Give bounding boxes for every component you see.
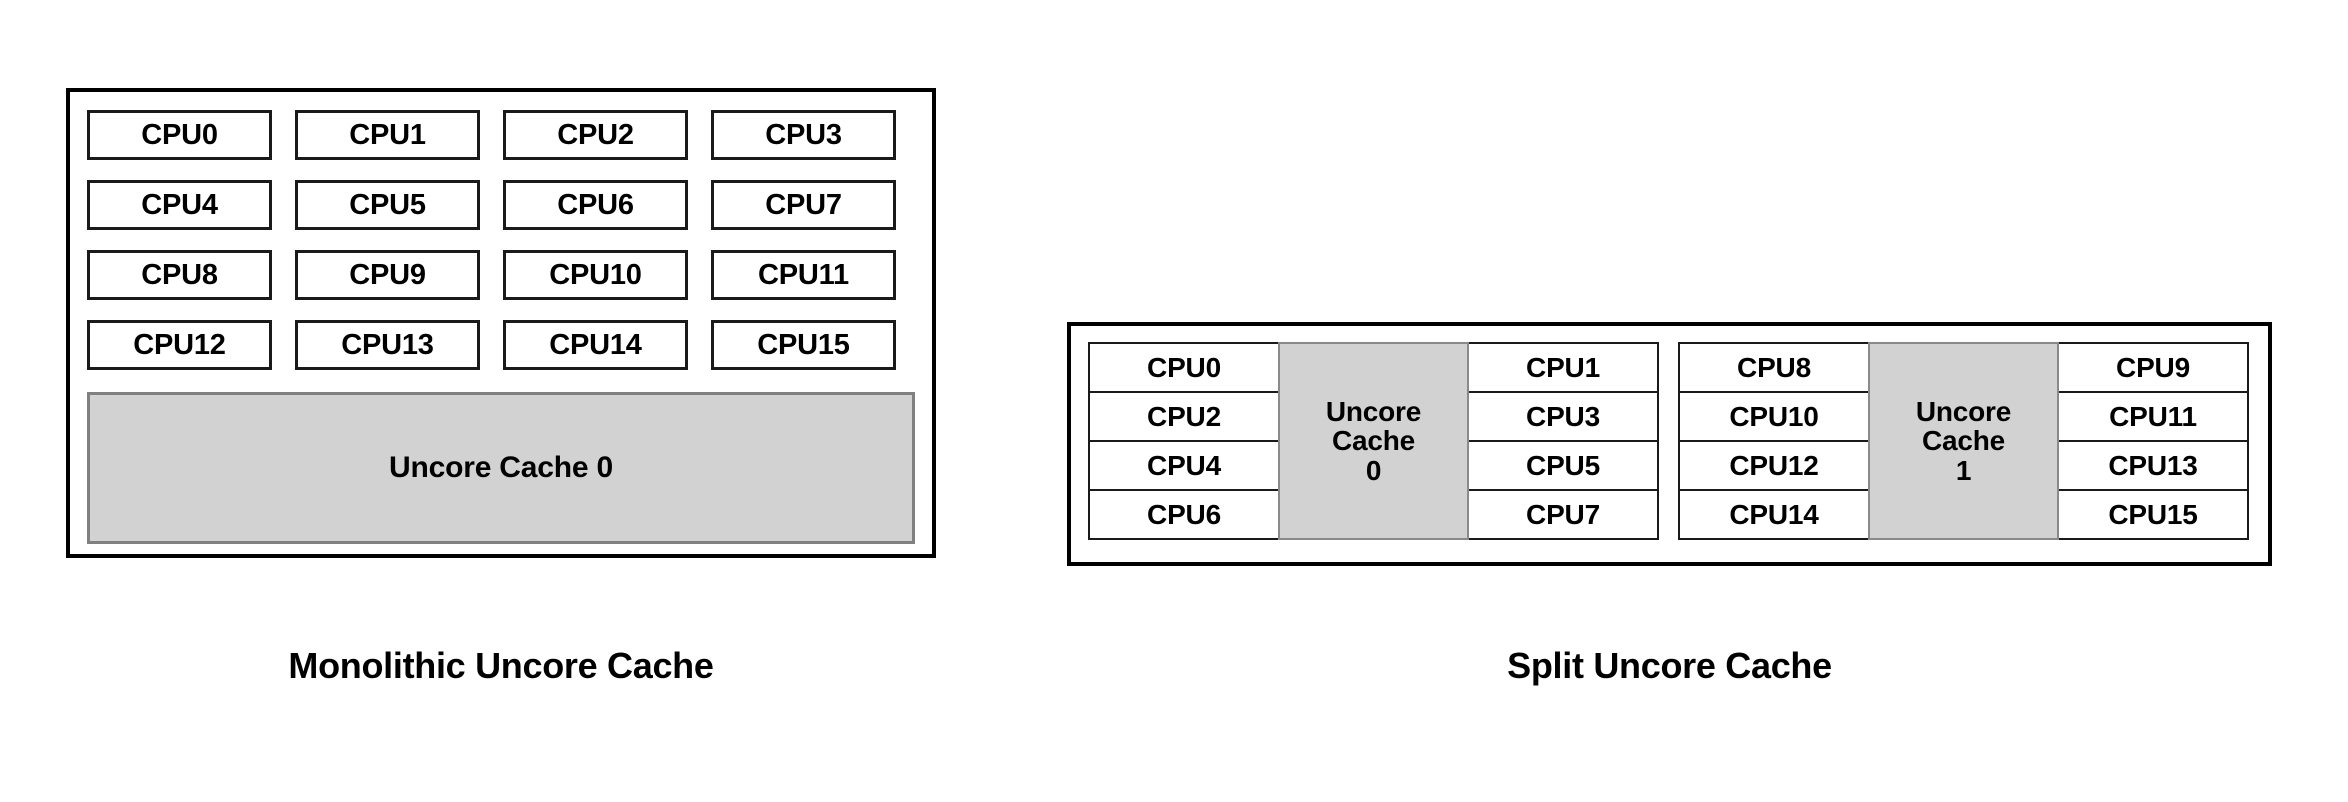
cpu-label: CPU13	[341, 328, 434, 361]
cpu-label: CPU12	[1729, 449, 1819, 481]
cpu-box: CPU13	[2057, 440, 2249, 491]
cpu-label: CPU9	[2116, 351, 2190, 383]
cpu-label: CPU9	[349, 258, 426, 291]
cpu-label: CPU7	[765, 188, 842, 221]
uncore-cache-label-line2: Cache	[1921, 425, 2006, 457]
cpu-label: CPU6	[1147, 498, 1221, 530]
cluster-right-cpu-column: CPU1 CPU3 CPU5 CPU7	[1467, 342, 1659, 540]
uncore-cache-block: Uncore Cache 0	[1278, 342, 1469, 540]
cpu-label: CPU3	[765, 118, 842, 151]
cpu-label: CPU11	[758, 258, 849, 291]
cpu-box: CPU0	[87, 110, 272, 160]
cpu-label: CPU5	[1526, 449, 1600, 481]
cpu-box: CPU1	[295, 110, 480, 160]
cpu-label: CPU13	[2108, 449, 2198, 481]
cluster-left-cpu-column: CPU0 CPU2 CPU4 CPU6	[1088, 342, 1280, 540]
cpu-label: CPU2	[1147, 400, 1221, 432]
monolithic-uncore-panel: CPU0 CPU1 CPU2 CPU3 CPU4 CPU5 CPU6 CPU7 …	[66, 88, 936, 558]
split-uncore-panel: CPU0 CPU2 CPU4 CPU6 Uncore Cache 0 CPU1 …	[1067, 322, 2272, 566]
cpu-box: CPU2	[503, 110, 688, 160]
cpu-box: CPU12	[87, 320, 272, 370]
cpu-box: CPU3	[711, 110, 896, 160]
cpu-label: CPU0	[141, 118, 218, 151]
cpu-label: CPU5	[349, 188, 426, 221]
cpu-label: CPU2	[557, 118, 634, 151]
cpu-box: CPU6	[1088, 489, 1280, 540]
uncore-cache-label: Uncore Cache 0	[1325, 395, 1422, 486]
cpu-label: CPU14	[1729, 498, 1819, 530]
cpu-box: CPU2	[1088, 391, 1280, 442]
uncore-cache-label-line1: Uncore	[1325, 395, 1422, 427]
uncore-cache-label-line2: Cache	[1331, 425, 1416, 457]
cpu-label: CPU10	[549, 258, 642, 291]
cpu-box: CPU3	[1467, 391, 1659, 442]
uncore-cache-block: Uncore Cache 0	[87, 392, 915, 544]
cpu-box: CPU0	[1088, 342, 1280, 393]
cpu-box: CPU13	[295, 320, 480, 370]
monolithic-caption: Monolithic Uncore Cache	[288, 645, 714, 686]
cpu-box: CPU4	[87, 180, 272, 230]
cpu-label: CPU8	[1737, 351, 1811, 383]
cpu-label: CPU0	[1147, 351, 1221, 383]
cpu-label: CPU7	[1526, 498, 1600, 530]
cpu-cluster: CPU0 CPU2 CPU4 CPU6 Uncore Cache 0 CPU1 …	[1088, 342, 1659, 540]
cpu-box: CPU7	[711, 180, 896, 230]
cpu-box: CPU8	[87, 250, 272, 300]
cluster-left-cpu-column: CPU8 CPU10 CPU12 CPU14	[1678, 342, 1870, 540]
cpu-label: CPU12	[133, 328, 226, 361]
cpu-label: CPU11	[2109, 400, 2197, 432]
monolithic-cpu-grid: CPU0 CPU1 CPU2 CPU3 CPU4 CPU5 CPU6 CPU7 …	[87, 110, 915, 370]
split-cluster-container: CPU0 CPU2 CPU4 CPU6 Uncore Cache 0 CPU1 …	[1088, 342, 2249, 540]
cpu-label: CPU1	[1526, 351, 1600, 383]
cpu-box: CPU1	[1467, 342, 1659, 393]
cpu-box: CPU15	[711, 320, 896, 370]
cpu-box: CPU4	[1088, 440, 1280, 491]
cluster-right-cpu-column: CPU9 CPU11 CPU13 CPU15	[2057, 342, 2249, 540]
cpu-box: CPU14	[1678, 489, 1870, 540]
uncore-cache-block: Uncore Cache 1	[1868, 342, 2059, 540]
cpu-label: CPU10	[1729, 400, 1819, 432]
cpu-cluster: CPU8 CPU10 CPU12 CPU14 Uncore Cache 1 CP…	[1678, 342, 2249, 540]
cpu-box: CPU8	[1678, 342, 1870, 393]
cpu-box: CPU10	[503, 250, 688, 300]
cpu-box: CPU15	[2057, 489, 2249, 540]
cpu-box: CPU5	[295, 180, 480, 230]
cpu-label: CPU15	[757, 328, 850, 361]
cpu-box: CPU9	[295, 250, 480, 300]
cpu-label: CPU14	[549, 328, 642, 361]
cpu-box: CPU11	[711, 250, 896, 300]
cpu-box: CPU11	[2057, 391, 2249, 442]
cpu-box: CPU5	[1467, 440, 1659, 491]
cpu-label: CPU6	[557, 188, 634, 221]
uncore-cache-label: Uncore Cache 0	[389, 451, 613, 485]
uncore-cache-label-line1: Uncore	[1915, 395, 2012, 427]
cpu-label: CPU3	[1526, 400, 1600, 432]
cpu-box: CPU14	[503, 320, 688, 370]
cpu-box: CPU12	[1678, 440, 1870, 491]
cpu-label: CPU15	[2108, 498, 2198, 530]
cpu-label: CPU4	[141, 188, 218, 221]
cpu-box: CPU7	[1467, 489, 1659, 540]
cpu-label: CPU4	[1147, 449, 1221, 481]
split-caption: Split Uncore Cache	[1507, 645, 1832, 686]
cpu-box: CPU6	[503, 180, 688, 230]
cpu-box: CPU10	[1678, 391, 1870, 442]
uncore-cache-label: Uncore Cache 1	[1915, 395, 2012, 486]
cpu-box: CPU9	[2057, 342, 2249, 393]
cpu-label: CPU1	[349, 118, 426, 151]
uncore-cache-label-line3: 1	[1955, 454, 1972, 486]
cpu-label: CPU8	[141, 258, 218, 291]
uncore-cache-label-line3: 0	[1365, 454, 1382, 486]
